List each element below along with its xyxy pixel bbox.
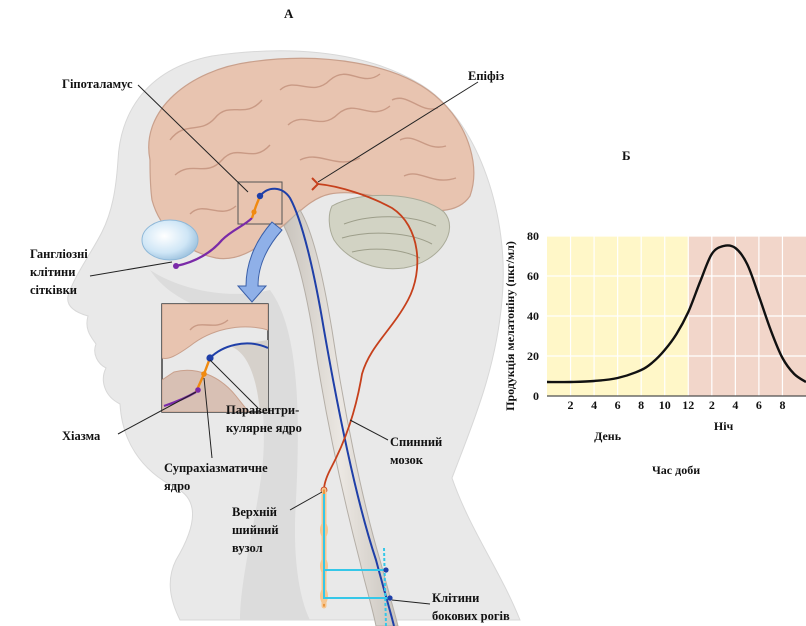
x-tick-label: 2 [568,398,574,412]
svg-text:сітківки: сітківки [30,283,77,297]
svg-text:Клітини: Клітини [432,591,479,605]
y-tick-label: 20 [527,349,539,363]
period-day-label: День [594,429,622,443]
x-tick-label: 2 [709,398,715,412]
x-tick-label: 8 [638,398,644,412]
x-tick-label: 12 [682,398,694,412]
label-epiphysis: Епіфіз [468,69,504,83]
svg-text:мозок: мозок [390,453,424,467]
svg-text:Гангліозні: Гангліозні [30,247,88,261]
x-tick-label: 10 [659,398,671,412]
scn-dot [251,209,256,214]
svg-text:ядро: ядро [164,479,190,493]
eye [142,220,198,260]
svg-text:Спинний: Спинний [390,435,442,449]
x-tick-label: 6 [756,398,762,412]
inset [162,304,268,412]
y-tick-label: 80 [527,229,539,243]
y-tick-labels: 0 20 40 60 80 [527,229,539,403]
y-tick-label: 60 [527,269,539,283]
x-tick-label: 4 [732,398,738,412]
x-tick-label: 6 [615,398,621,412]
label-chiasm: Хіазма [62,429,101,443]
label-hypothalamus: Гіпоталамус [62,77,133,91]
svg-text:шийний: шийний [232,523,279,537]
x-tick-label: 4 [591,398,597,412]
melatonin-chart: 0 20 40 60 80 2 4 6 8 10 12 2 4 6 8 День Ніч Час доби… [503,229,806,477]
svg-text:бокових рогів: бокових рогів [432,609,510,623]
x-axis-title: Час доби [652,463,700,477]
svg-text:вузол: вузол [232,541,263,555]
y-axis-title: Продукція мелатоніну (пкг/мл) [503,241,517,411]
y-tick-label: 0 [533,389,539,403]
x-tick-label: 8 [779,398,785,412]
svg-text:кулярне ядро: кулярне ядро [226,421,302,435]
svg-text:Верхній: Верхній [232,505,277,519]
svg-text:Супрахіазматичне: Супрахіазматичне [164,461,268,475]
svg-text:клітини: клітини [30,265,75,279]
svg-text:Паравентри-: Паравентри- [226,403,299,417]
ganglion-dot [173,263,179,269]
period-night-label: Ніч [714,419,734,433]
x-tick-labels: 2 4 6 8 10 12 2 4 6 8 [568,398,786,412]
y-tick-label: 40 [527,309,539,323]
panel-b-label: Б [622,148,631,163]
panel-a-label: А [284,6,294,21]
